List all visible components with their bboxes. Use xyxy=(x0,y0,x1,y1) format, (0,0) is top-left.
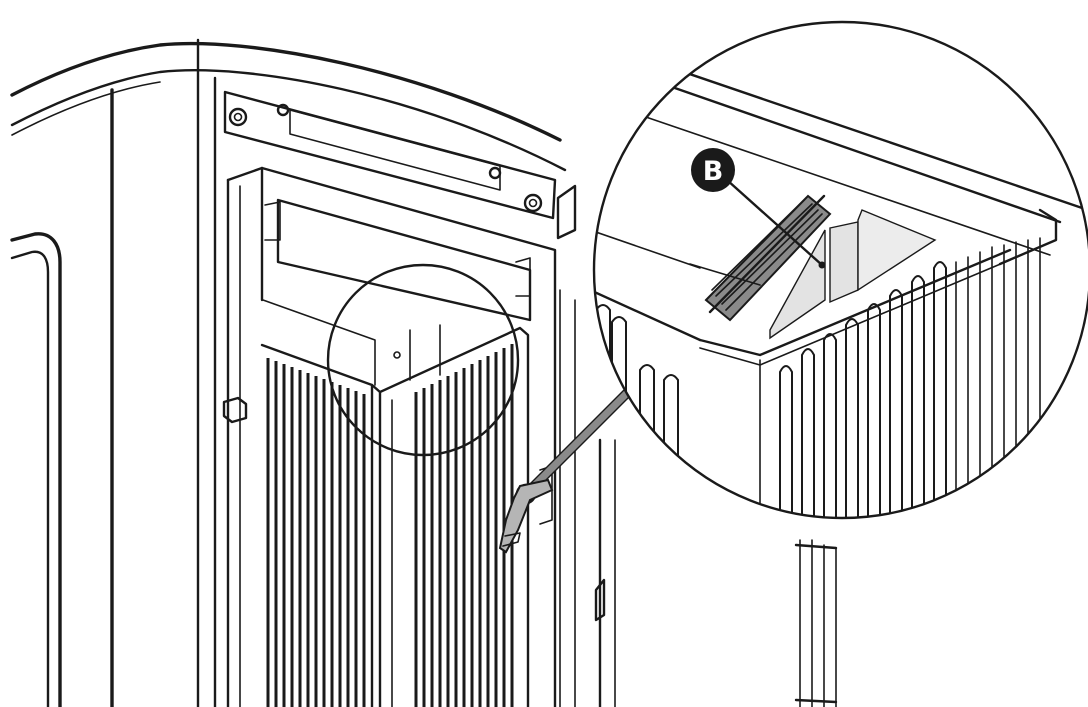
filter-frame xyxy=(222,166,557,707)
zoom-detail xyxy=(592,20,1088,520)
cleaning-brush xyxy=(689,194,832,322)
callout-b: B xyxy=(691,148,826,269)
detail-marker-circle xyxy=(326,263,520,457)
top-bracket xyxy=(223,90,577,240)
callout-b-badge xyxy=(691,148,735,192)
left-fin-bank xyxy=(260,343,374,707)
callout-b-label: B xyxy=(703,156,724,187)
right-side-wall xyxy=(559,289,838,707)
unit-housing xyxy=(10,38,567,707)
right-fin-bank xyxy=(370,326,530,707)
